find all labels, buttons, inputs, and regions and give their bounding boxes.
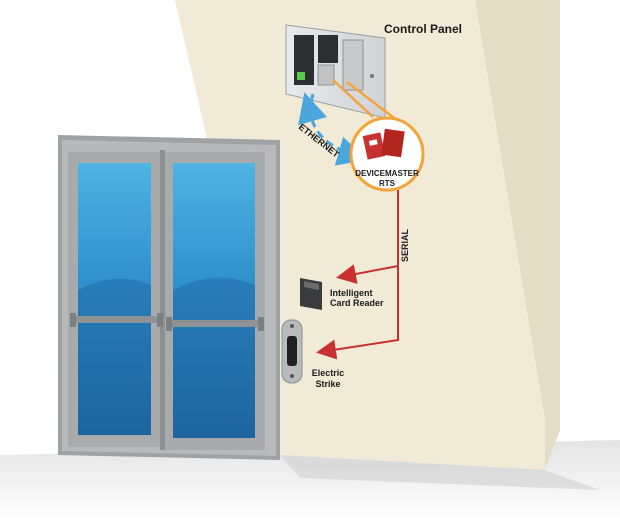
card-reader-label-line1: Intelligent	[330, 288, 373, 298]
electric-strike-label-line2: Strike	[315, 379, 340, 389]
devicemaster-label-line1: DEVICEMASTER	[355, 169, 419, 178]
devicemaster-label-line2: RTS	[379, 179, 396, 188]
left-push-bar	[72, 316, 158, 323]
double-door	[58, 135, 280, 460]
control-panel-label: Control Panel	[384, 22, 462, 36]
electric-strike-label-line1: Electric	[312, 368, 345, 378]
wall-side	[475, 0, 560, 470]
electric-strike	[281, 319, 303, 384]
wall-base-shadow	[280, 455, 600, 490]
card-reader	[300, 278, 322, 310]
serial-line-electric-strike	[316, 266, 399, 360]
right-push-bar	[166, 320, 262, 327]
devicemaster-rts-callout: DEVICEMASTER RTS	[349, 116, 425, 192]
card-reader-label-line2: Card Reader	[330, 298, 384, 308]
serial-label: SERIAL	[400, 228, 410, 262]
